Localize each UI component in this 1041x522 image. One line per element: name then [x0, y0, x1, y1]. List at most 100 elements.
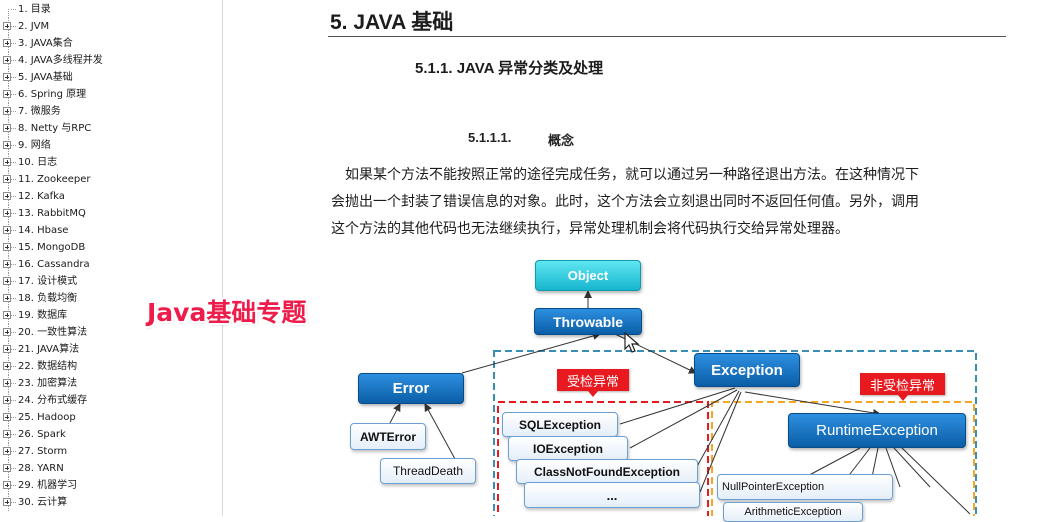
exception-group-box: [493, 350, 977, 516]
plus-box-icon[interactable]: [3, 192, 11, 200]
plus-box-icon[interactable]: [3, 430, 11, 438]
toc-item[interactable]: 22. 数据结构: [0, 358, 220, 375]
toc-item[interactable]: 12. Kafka: [0, 188, 220, 205]
paragraph-line: 会抛出一个封装了错误信息的对象。此时，这个方法会立刻退出同时不返回任何值。另外，…: [331, 194, 919, 210]
plus-box-icon[interactable]: [3, 345, 11, 353]
toc-item[interactable]: 13. RabbitMQ: [0, 205, 220, 222]
edge-runtime-exception: [744, 391, 881, 417]
toc-item[interactable]: 18. 负载均衡: [0, 290, 220, 307]
plus-box-icon[interactable]: [3, 311, 11, 319]
tree-branch-line: [11, 94, 16, 96]
toc-item[interactable]: 10. 日志: [0, 154, 220, 171]
toc-item-label: 30. 云计算: [18, 497, 68, 508]
node-throwable: Throwable: [534, 308, 642, 335]
toc-item-label: 26. Spark: [18, 429, 66, 440]
toc-item-label: 5. JAVA基础: [18, 72, 73, 83]
plus-box-icon[interactable]: [3, 481, 11, 489]
plus-box-icon[interactable]: [3, 294, 11, 302]
plus-box-icon[interactable]: [3, 464, 11, 472]
plus-box-icon[interactable]: [3, 56, 11, 64]
toc-item[interactable]: 5. JAVA基础: [0, 69, 220, 86]
toc-item[interactable]: 3. JAVA集合: [0, 35, 220, 52]
plus-box-icon[interactable]: [3, 141, 11, 149]
toc-item-label: 12. Kafka: [18, 191, 65, 202]
checked-group-box: [497, 401, 709, 516]
plus-box-icon[interactable]: [3, 73, 11, 81]
toc-item-label: 16. Cassandra: [18, 259, 90, 270]
plus-box-icon[interactable]: [3, 498, 11, 506]
tree-branch-line: [11, 298, 16, 300]
plus-box-icon[interactable]: [3, 175, 11, 183]
toc-item[interactable]: 14. Hbase: [0, 222, 220, 239]
plus-box-icon[interactable]: [3, 260, 11, 268]
toc-item[interactable]: 24. 分布式缓存: [0, 392, 220, 409]
plus-box-icon[interactable]: [3, 22, 11, 30]
toc-item-label: 15. MongoDB: [18, 242, 86, 253]
toc-item[interactable]: 16. Cassandra: [0, 256, 220, 273]
toc-item[interactable]: 1. 目录: [0, 1, 220, 18]
toc-item[interactable]: 2. JVM: [0, 18, 220, 35]
tree-branch-line: [11, 281, 16, 283]
toc-item[interactable]: 21. JAVA算法: [0, 341, 220, 358]
plus-box-icon[interactable]: [3, 277, 11, 285]
edge-runtime-child-5: [893, 447, 931, 488]
plus-box-icon[interactable]: [3, 413, 11, 421]
plus-box-icon[interactable]: [3, 447, 11, 455]
plus-box-icon[interactable]: [3, 124, 11, 132]
tree-branch-line: [11, 43, 16, 45]
plus-box-icon[interactable]: [3, 328, 11, 336]
tree-branch-line: [11, 196, 16, 198]
toc-item[interactable]: 11. Zookeeper: [0, 171, 220, 188]
plus-box-icon[interactable]: [3, 226, 11, 234]
tree-branch-line: [11, 26, 16, 28]
tree-branch-line: [11, 213, 16, 215]
document-page: 5. JAVA 基础 5.1.1. JAVA 异常分类及处理 5.1.1.1. …: [223, 0, 1041, 516]
toc-item[interactable]: 8. Netty 与RPC: [0, 120, 220, 137]
plus-box-icon[interactable]: [3, 107, 11, 115]
node-thread-death: ThreadDeath: [380, 458, 476, 484]
toc-item-label: 18. 负载均衡: [18, 293, 78, 304]
plus-box-icon[interactable]: [3, 362, 11, 370]
node-exception: Exception: [694, 353, 800, 387]
toc-item[interactable]: 9. 网络: [0, 137, 220, 154]
toc-item[interactable]: 19. 数据库: [0, 307, 220, 324]
toc-item-label: 17. 设计模式: [18, 276, 78, 287]
tree-branch-line: [11, 264, 16, 266]
tree-branch-line: [11, 128, 16, 130]
plus-box-icon[interactable]: [3, 243, 11, 251]
toc-item[interactable]: 25. Hadoop: [0, 409, 220, 426]
toc-item-label: 19. 数据库: [18, 310, 68, 321]
toc-item[interactable]: 27. Storm: [0, 443, 220, 460]
toc-item-label: 21. JAVA算法: [18, 344, 80, 355]
plus-box-icon[interactable]: [3, 396, 11, 404]
toc-item[interactable]: 6. Spring 原理: [0, 86, 220, 103]
edge-ellipsis-exception: [699, 391, 742, 493]
toc-item[interactable]: 15. MongoDB: [0, 239, 220, 256]
toc-item[interactable]: 30. 云计算: [0, 494, 220, 511]
toc-item[interactable]: 26. Spark: [0, 426, 220, 443]
plus-box-icon[interactable]: [3, 158, 11, 166]
tree-branch-line: [11, 230, 16, 232]
plus-box-icon[interactable]: [3, 90, 11, 98]
node-null-pointer: NullPointerException: [717, 474, 893, 500]
plus-box-icon[interactable]: [3, 39, 11, 47]
concept-paragraph: 如果某个方法不能按照正常的途径完成任务，就可以通过另一种路径退出方法。在这种情况…: [331, 162, 1009, 243]
toc-item[interactable]: 28. YARN: [0, 460, 220, 477]
toc-item-label: 22. 数据结构: [18, 361, 78, 372]
tree-branch-line: [11, 179, 16, 181]
tree-branch-line: [11, 9, 16, 11]
toc-item[interactable]: 17. 设计模式: [0, 273, 220, 290]
edge-sql-exception: [619, 387, 736, 425]
plus-box-icon[interactable]: [3, 209, 11, 217]
toc-item[interactable]: 23. 加密算法: [0, 375, 220, 392]
toc-item[interactable]: 4. JAVA多线程并发: [0, 52, 220, 69]
tree-branch-line: [11, 434, 16, 436]
node-arithmetic: ArithmeticException: [723, 502, 863, 522]
toc-item[interactable]: 20. 一致性算法: [0, 324, 220, 341]
plus-box-icon[interactable]: [3, 379, 11, 387]
toc-item[interactable]: 7. 微服务: [0, 103, 220, 120]
node-ellipsis: ...: [524, 482, 700, 508]
toc-item-label: 11. Zookeeper: [18, 174, 91, 185]
toc-item[interactable]: 29. 机器学习: [0, 477, 220, 494]
toc-item-label: 9. 网络: [18, 140, 51, 151]
